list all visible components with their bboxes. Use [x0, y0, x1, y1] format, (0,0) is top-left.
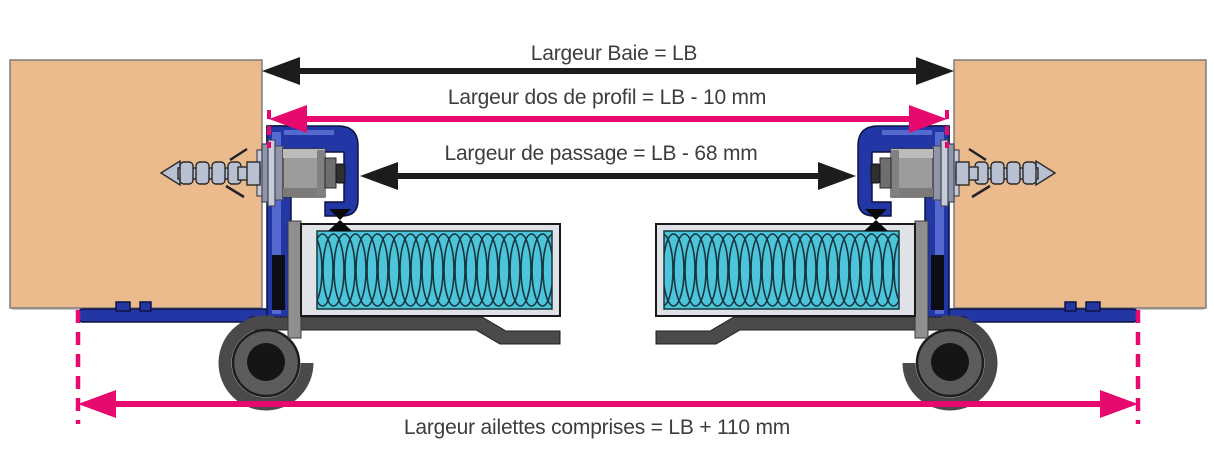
door-panel	[300, 223, 561, 317]
profile-highlight	[272, 132, 281, 314]
adjuster-cap	[324, 157, 337, 189]
adjuster-knob	[335, 163, 346, 184]
dimension-baie-arrow	[262, 57, 954, 85]
roller-adjuster	[256, 139, 346, 207]
dimension-label-ailettes: Largeur ailettes comprises = LB + 110 mm	[403, 416, 791, 439]
left-side-assembly	[9, 59, 561, 424]
profile-highlight-top	[284, 130, 334, 135]
roller-wheel-hub	[247, 343, 285, 381]
masonry-wall	[9, 59, 263, 309]
brush-seal	[328, 209, 352, 231]
cylinder-band	[317, 150, 325, 196]
panel-edge-bracket	[287, 220, 302, 339]
cylinder-shade	[283, 188, 325, 197]
anchor-screw	[159, 147, 261, 199]
insulation-core	[316, 230, 553, 310]
dimension-ailettes-arrow	[78, 390, 1138, 418]
anchor-fins	[225, 147, 248, 199]
dimension-passage-arrow	[360, 162, 856, 190]
dimension-label-dos-profil: Largeur dos de profil = LB - 10 mm	[447, 86, 767, 109]
dimension-label-baie: Largeur Baie = LB	[530, 42, 698, 65]
dimension-label-passage: Largeur de passage = LB - 68 mm	[444, 142, 758, 165]
profile-slot	[272, 255, 285, 310]
cylinder-sheen	[283, 149, 325, 158]
guide-rail	[249, 316, 561, 345]
dimension-dos-profil-arrow	[269, 105, 947, 133]
